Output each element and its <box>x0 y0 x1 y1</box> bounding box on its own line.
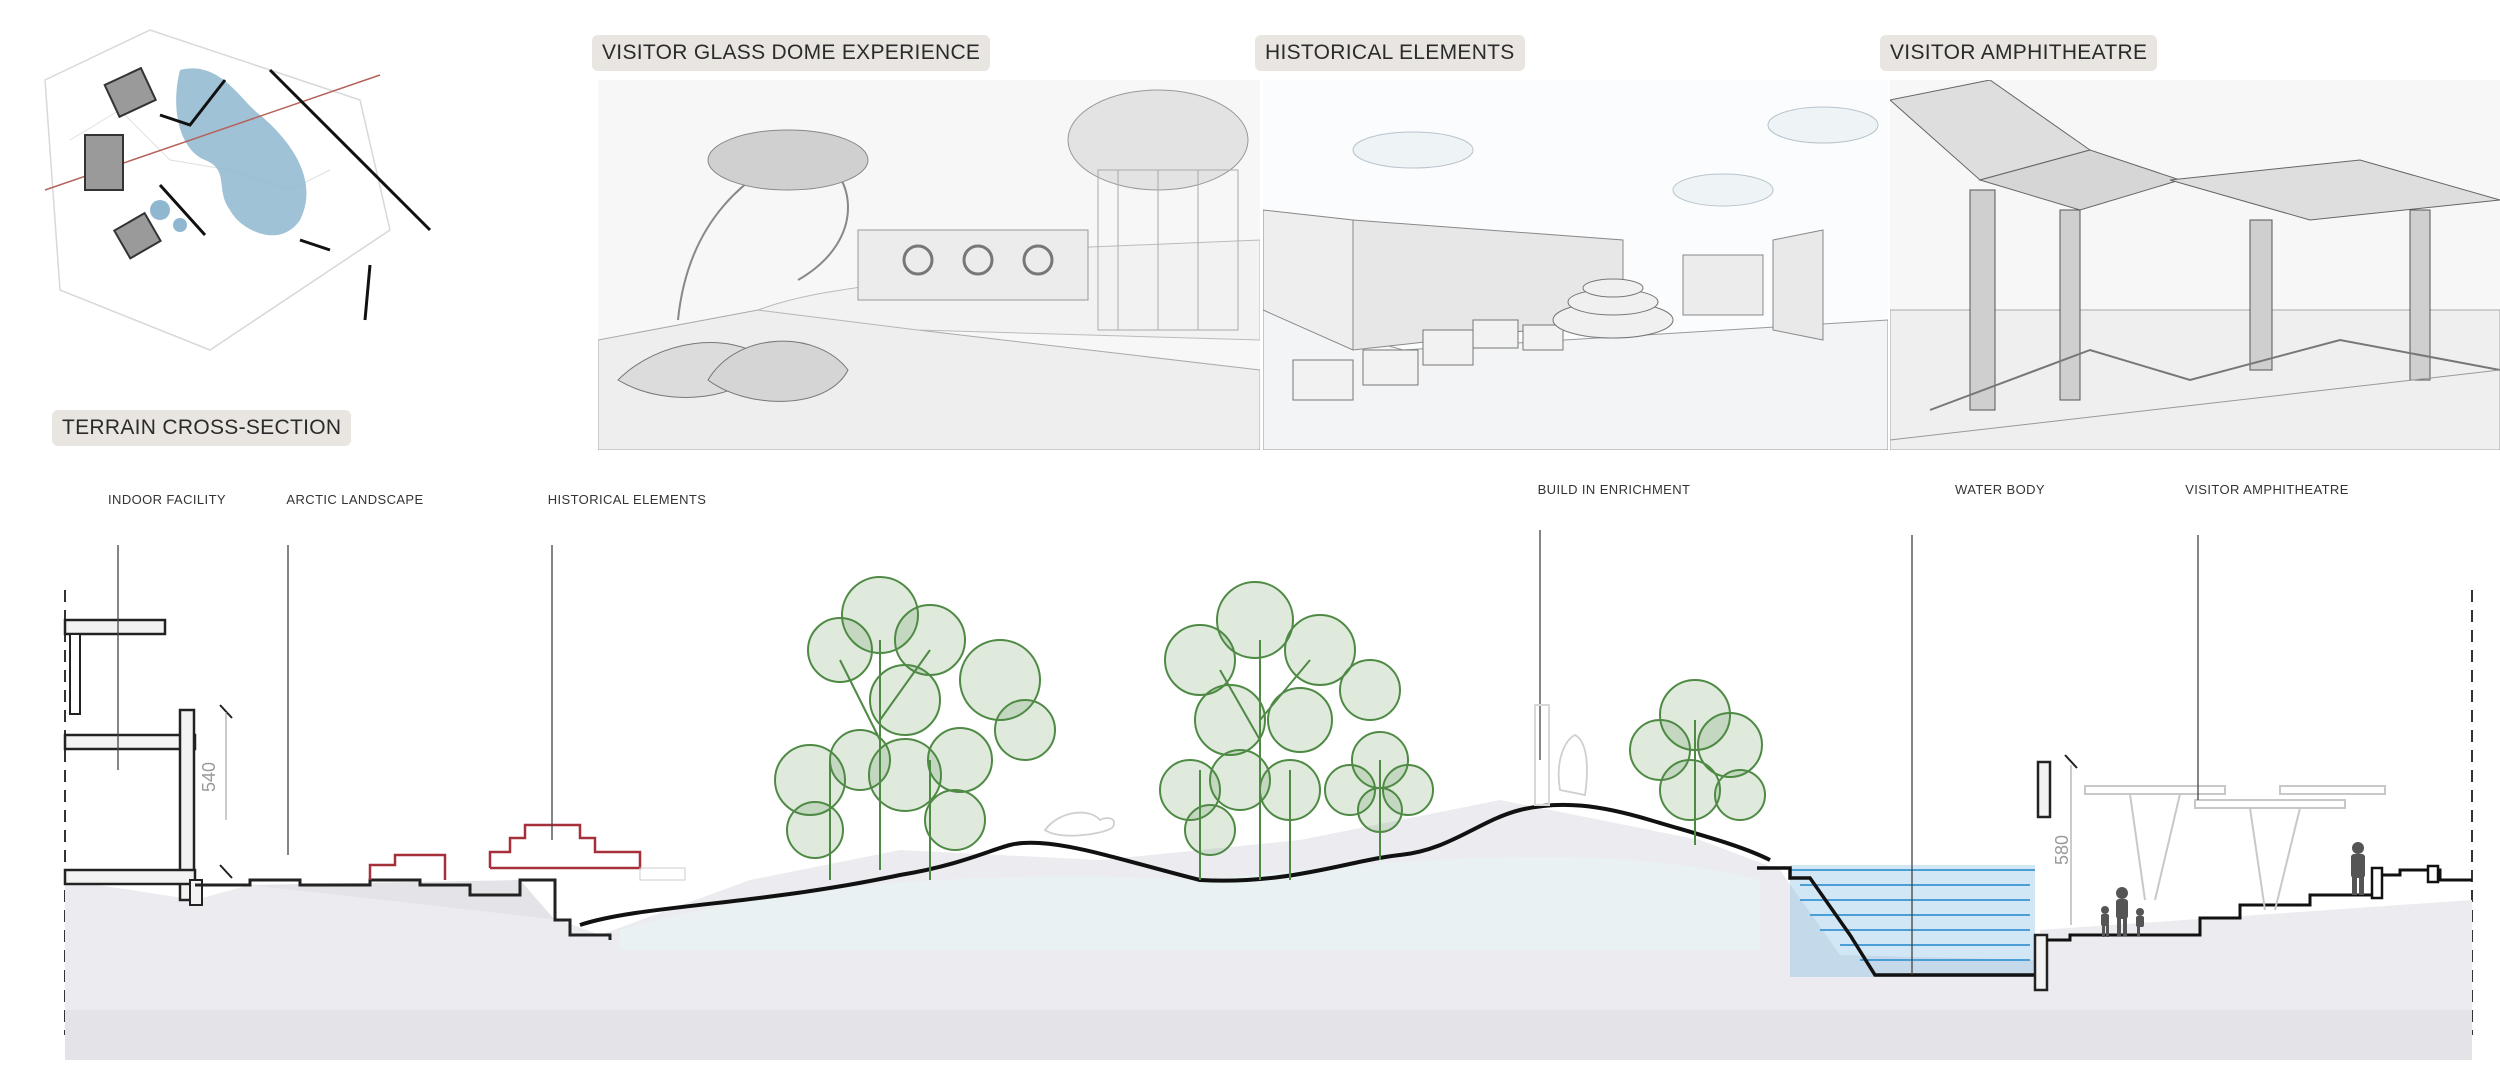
panel-title-dome: VISITOR GLASS DOME EXPERIENCE <box>592 35 991 71</box>
callout-historical-elements: HISTORICAL ELEMENTS <box>547 492 707 507</box>
plan-water-icon <box>176 68 307 236</box>
tree-icon <box>1164 581 1401 880</box>
tree-icon <box>1159 749 1321 880</box>
ground-mass <box>65 880 2472 1060</box>
dimension-580: 580 <box>2052 835 2072 865</box>
tree-group <box>774 576 1766 880</box>
callout-water-body: WATER BODY <box>1955 482 2045 497</box>
water-body-icon <box>1790 865 2035 977</box>
tree-icon <box>1629 679 1766 845</box>
section-title: TERRAIN CROSS-SECTION <box>52 410 352 446</box>
visitor-silhouettes-icon <box>2101 842 2365 937</box>
panel-title-historical: HISTORICAL ELEMENTS <box>1255 35 1525 71</box>
dome-sketch <box>598 80 1260 450</box>
historical-sketch <box>1263 80 1888 450</box>
tree-icon <box>1324 731 1434 860</box>
callout-indoor-facility: INDOOR FACILITY <box>108 492 226 507</box>
amphitheatre-sketch <box>1890 80 2500 450</box>
tree-icon <box>774 727 993 880</box>
tree-icon <box>807 576 1056 870</box>
callout-build-in-enrichment: BUILD IN ENRICHMENT <box>1537 482 1691 497</box>
dimension-540: 540 <box>199 762 219 792</box>
site-plan <box>44 29 432 351</box>
callout-visitor-amphitheatre: VISITOR AMPHITHEATRE <box>2185 482 2349 497</box>
callout-arctic-landscape: ARCTIC LANDSCAPE <box>286 492 424 507</box>
panel-title-amphitheatre: VISITOR AMPHITHEATRE <box>1880 35 2158 71</box>
